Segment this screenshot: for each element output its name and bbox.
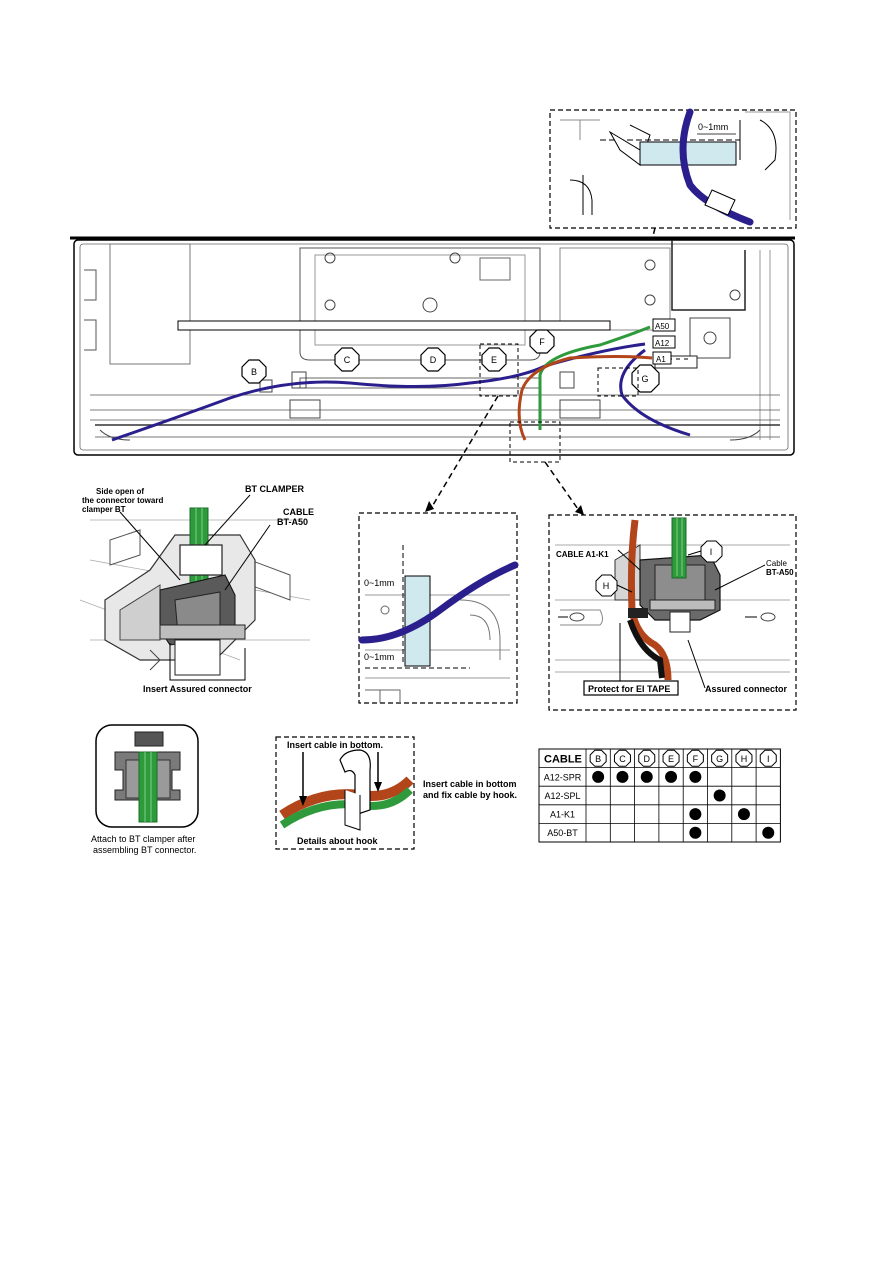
table-row-label: A12-SPL	[544, 791, 580, 801]
table-col-label: D	[644, 754, 651, 764]
svg-text:C: C	[344, 355, 351, 365]
main-cables	[111, 325, 691, 442]
a12-label: A12	[655, 339, 670, 348]
left-detail: Side open of the connector toward clampe…	[79, 484, 314, 694]
insert-connector-label: Insert Assured connector	[143, 684, 252, 694]
mid-blue-cable	[358, 561, 519, 644]
bt-clamper-label: BT CLAMPER	[245, 484, 304, 494]
table-col-marker	[638, 749, 656, 767]
side-open-label-3: clamper BT	[82, 505, 126, 514]
clamp-e: E	[481, 347, 507, 372]
attach-note-line1: Attach to BT clamper after	[91, 834, 195, 844]
hook-detail: Insert cable in bottom. Details about ho…	[275, 736, 517, 850]
table-dot	[592, 770, 605, 783]
a12-label-box	[652, 335, 676, 349]
mid-detail: 0~1mm 0~1mm	[358, 512, 519, 704]
svg-text:D: D	[430, 355, 437, 365]
attach-note: Attach to BT clamper after assembling BT…	[91, 724, 199, 855]
attach-green-cable	[138, 751, 158, 823]
clamp-b: B	[241, 359, 267, 384]
table-col-marker	[711, 749, 729, 767]
table-col-marker	[589, 749, 607, 767]
table-dot	[762, 826, 775, 839]
cable-label-1: CABLE	[283, 507, 314, 517]
right-clamp-h: H	[595, 574, 618, 597]
table-dot	[640, 770, 653, 783]
a1-label-box	[652, 351, 672, 365]
table-col-marker	[662, 749, 680, 767]
table-header-cable: CABLE	[544, 753, 582, 765]
cable-a1k1-label: CABLE A1-K1	[556, 550, 609, 559]
hook-bottom-label: Details about hook	[297, 836, 379, 846]
mid-gap-top: 0~1mm	[364, 578, 394, 588]
table-dot	[689, 826, 702, 839]
table-col-label: C	[619, 754, 626, 764]
table-dot	[616, 770, 629, 783]
table-dot	[713, 789, 726, 802]
table-col-label: F	[693, 754, 699, 764]
a50-label: A50	[655, 322, 670, 331]
table-col-marker	[735, 749, 753, 767]
tape-rectangle	[639, 141, 737, 166]
table-dot	[665, 770, 678, 783]
table-row-label: A12-SPR	[544, 772, 582, 782]
table-col-label: E	[668, 754, 674, 764]
side-open-label-2: the connector toward	[82, 496, 163, 505]
pointer-line-right	[544, 461, 581, 513]
table-col-marker	[759, 749, 777, 767]
table-row-label: A50-BT	[547, 828, 578, 838]
table-col-marker	[613, 749, 631, 767]
attach-note-line2: assembling BT connector.	[93, 845, 196, 855]
table-dot	[689, 770, 702, 783]
table-dot	[737, 808, 750, 821]
blue-cable-a12-spl	[619, 348, 691, 437]
table-col-label: G	[716, 754, 723, 764]
table-col-label: B	[595, 754, 601, 764]
brown-cable	[517, 355, 653, 441]
a50-label-box	[652, 318, 676, 332]
clamp-g: G	[631, 364, 660, 393]
table-dot	[689, 808, 702, 821]
svg-text:H: H	[603, 581, 610, 591]
svg-text:I: I	[710, 547, 713, 557]
svg-text:G: G	[641, 374, 648, 384]
clamp-c: C	[334, 347, 360, 372]
right-detail: H I CABLE A1-K1 Cable BT-A50 Protect for…	[548, 514, 797, 711]
svg-text:B: B	[251, 367, 257, 377]
svg-text:E: E	[491, 355, 497, 365]
a1-label: A1	[656, 355, 666, 364]
mid-gap-bottom: 0~1mm	[364, 652, 394, 662]
hook-top-label: Insert cable in bottom.	[287, 740, 383, 750]
right-green-cable	[671, 517, 687, 579]
protect-tape-label: Protect for EI TAPE	[588, 684, 670, 694]
main-chassis: A50 A12 A1	[70, 236, 795, 456]
hook-side-line1: Insert cable in bottom	[423, 779, 517, 789]
right-clamp-i: I	[700, 540, 723, 563]
right-brown-cable	[627, 519, 672, 681]
top-gap-label: 0~1mm	[698, 122, 728, 132]
table-col-marker	[686, 749, 704, 767]
top-detail-inset: 0~1mm	[549, 108, 797, 229]
table-row-label: A1-K1	[550, 810, 575, 820]
side-open-label-1: Side open of	[96, 487, 144, 496]
assured-connector-label: Assured connector	[705, 684, 788, 694]
pointer-line-mid	[429, 395, 499, 511]
cable-label-2: BT-A50	[277, 517, 308, 527]
svg-text:F: F	[539, 337, 545, 347]
clamp-f: F	[529, 329, 555, 354]
clamp-d: D	[420, 347, 446, 372]
hook-side-line2: and fix cable by hook.	[423, 790, 517, 800]
right-cable-label-2: BT-A50	[766, 568, 794, 577]
table-col-label: I	[767, 754, 770, 764]
right-cable-label-1: Cable	[766, 559, 787, 568]
clamp-markers: B C D E F G	[241, 329, 660, 463]
table-col-label: H	[741, 754, 748, 764]
